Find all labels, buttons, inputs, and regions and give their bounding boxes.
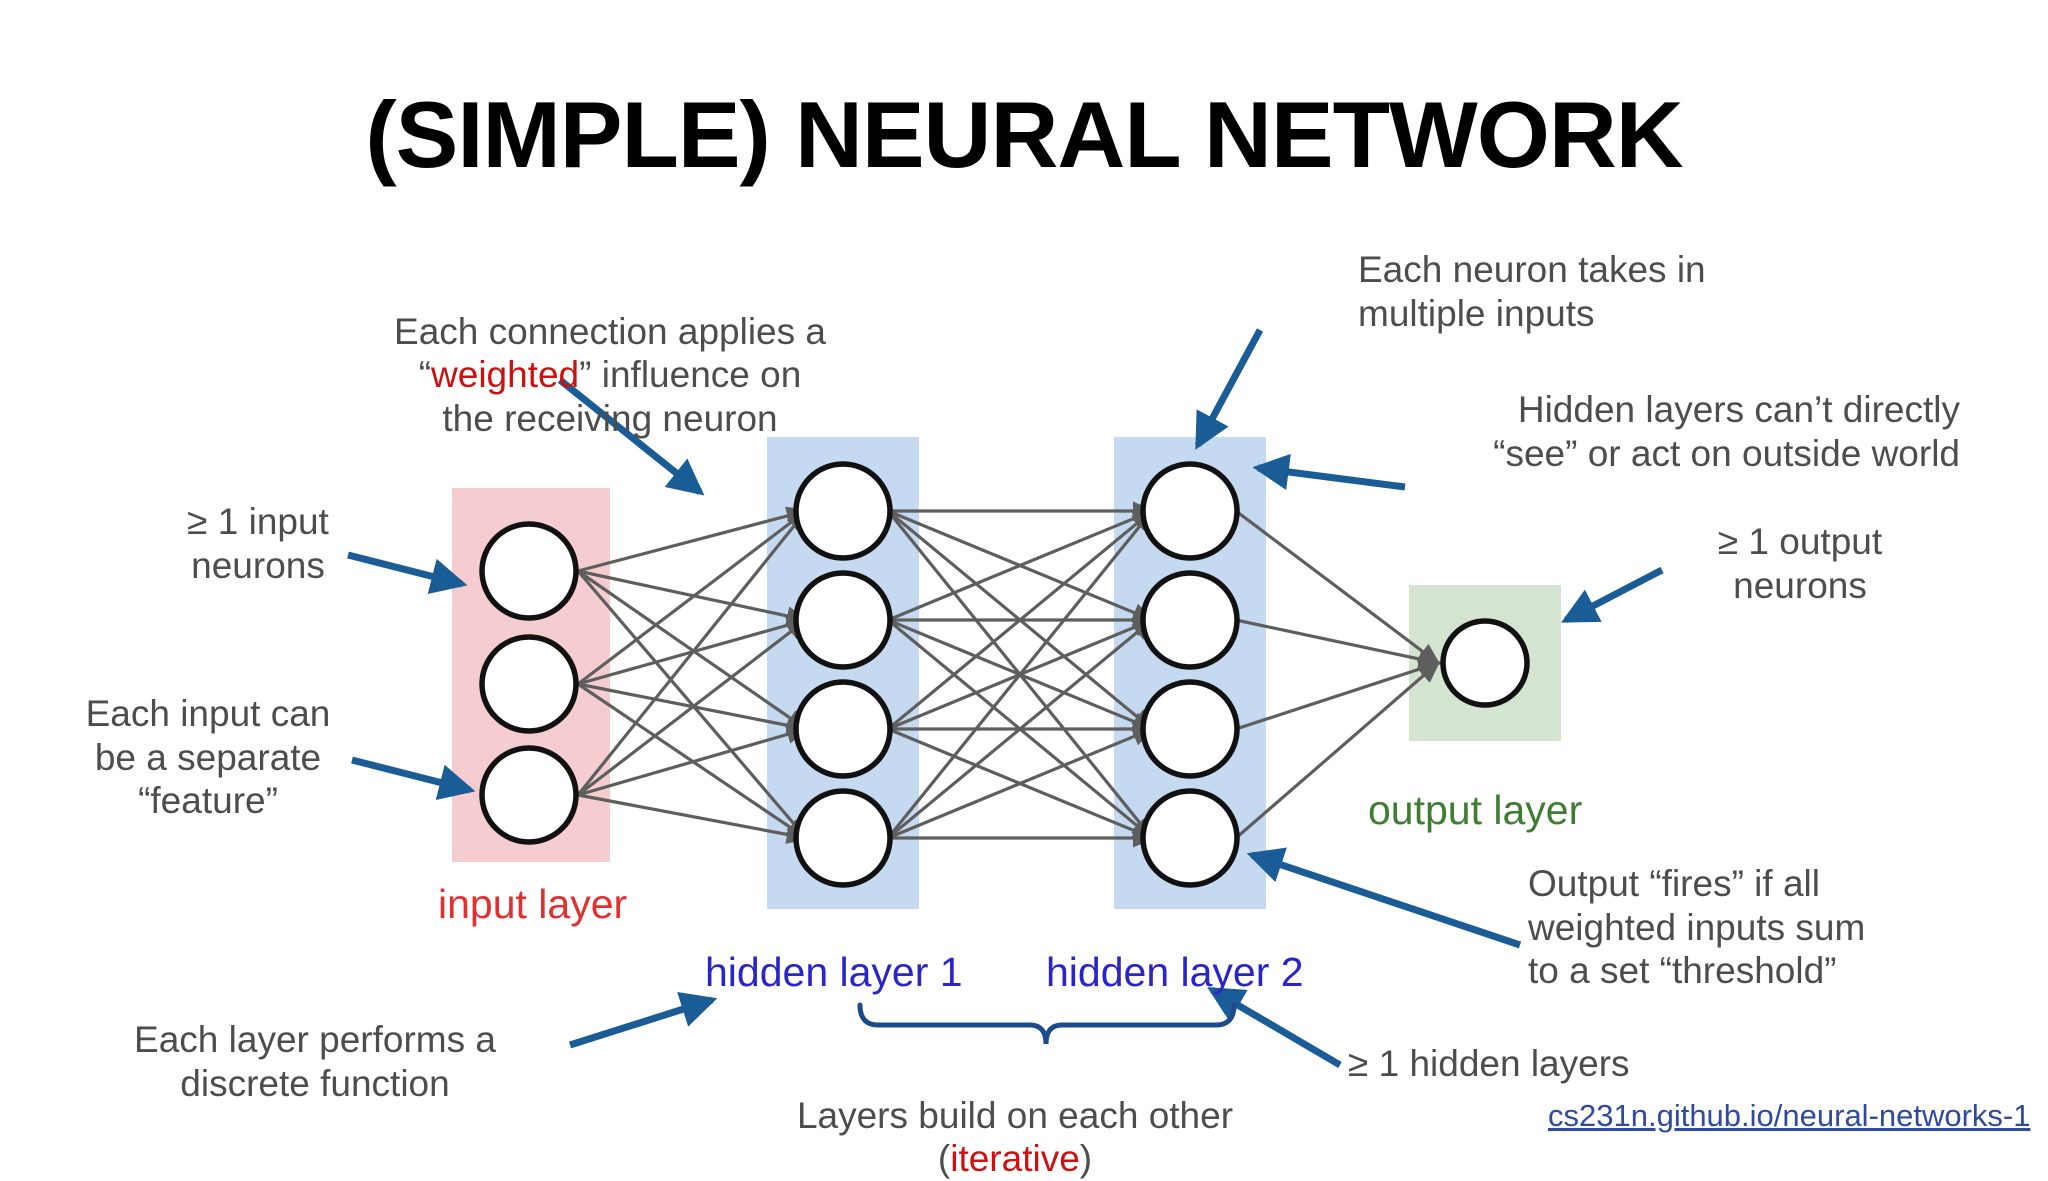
neuron-input-1[interactable] (479, 521, 579, 621)
annotation-connection-weighted-pre: Each connection applies a “ (394, 310, 826, 396)
neuron-hidden1-4[interactable] (793, 788, 893, 888)
arrow-neuron-multiple-inputs (1194, 328, 1264, 450)
neuron-hidden2-2[interactable] (1140, 570, 1240, 670)
label-hidden-layer-2: hidden layer 2 (1046, 949, 1304, 995)
neuron-hidden2-4[interactable] (1140, 788, 1240, 888)
annotation-connection-weighted: Each connection applies a “weighted” inf… (340, 266, 880, 441)
neuron-hidden1-3[interactable] (793, 679, 893, 779)
label-output-layer: output layer (1368, 787, 1583, 833)
hidden-layers-brace (857, 1002, 1237, 1045)
neuron-input-2[interactable] (479, 634, 579, 734)
annotation-output-fires: Output “fires” if all weighted inputs su… (1528, 863, 1866, 992)
source-link[interactable]: cs231n.github.io/neural-networks-1 (1548, 1098, 2031, 1133)
page-title: (SIMPLE) NEURAL NETWORK (365, 82, 1683, 187)
neuron-hidden1-1[interactable] (793, 461, 893, 561)
arrow-hidden-layers-count (1207, 986, 1342, 1069)
neuron-hidden2-1[interactable] (1140, 461, 1240, 561)
annotation-input-neurons: ≥ 1 input neurons (187, 501, 329, 586)
annotation-output-neurons: ≥ 1 output neurons (1717, 521, 1883, 606)
arrow-output-fires (1246, 847, 1522, 949)
annotation-weighted-word: weighted (431, 354, 580, 396)
arrow-input-feature (351, 756, 476, 801)
neuron-hidden1-2[interactable] (793, 570, 893, 670)
arrow-layer-function (568, 991, 718, 1049)
neural-network-diagram (347, 328, 1664, 1069)
annotation-layers-build-post: ) (1079, 1138, 1093, 1180)
annotation-arrows (347, 328, 1664, 1069)
neuron-hidden2-3[interactable] (1140, 679, 1240, 779)
arrow-output-neurons (1561, 566, 1664, 624)
label-hidden-layer-1: hidden layer 1 (705, 949, 963, 995)
annotation-iterative-word: iterative (950, 1138, 1080, 1180)
slide-canvas: (SIMPLE) NEURAL NETWORK (85, 82, 2031, 1180)
annotation-hidden-cant-see: Hidden layers can’t directly “see” or ac… (1493, 389, 1960, 474)
annotation-input-feature: Each input can be a separate “feature” (85, 693, 331, 822)
annotation-connection-weighted-post: ” influence on the receiving neuron (442, 354, 802, 439)
connections-hidden1-to-hidden2 (886, 501, 1156, 848)
annotation-hidden-layers-count: ≥ 1 hidden layers (1348, 1043, 1630, 1084)
connections-hidden2-to-output (1234, 509, 1442, 840)
label-input-layer: input layer (438, 881, 628, 927)
arrow-input-neurons (347, 551, 468, 595)
arrow-connection-weighted (557, 377, 705, 496)
annotation-layers-build: Layers build on each other (iterative) (730, 1050, 1300, 1181)
annotation-layer-function: Each layer performs a discrete function (134, 1019, 496, 1104)
neuron-input-3[interactable] (479, 745, 579, 845)
arrow-hidden-cant-see (1252, 453, 1406, 491)
annotation-neuron-multiple-inputs: Each neuron takes in multiple inputs (1358, 249, 1706, 334)
neuron-output-1[interactable] (1440, 618, 1530, 708)
connections-input-to-hidden1 (576, 506, 810, 844)
